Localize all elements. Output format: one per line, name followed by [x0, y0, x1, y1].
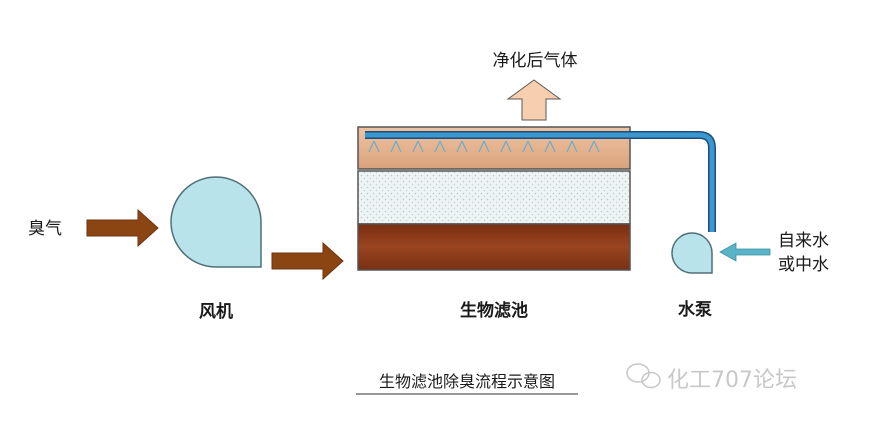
biofilter-bottom-layer: [357, 223, 631, 271]
wechat-icon: [626, 363, 661, 389]
diagram-caption: 生物滤池除臭流程示意图: [379, 372, 555, 391]
pump-icon: [671, 232, 713, 274]
water-source-label-line1: 自来水: [778, 231, 829, 251]
output-gas-label: 净化后气体: [493, 51, 578, 71]
biofilter-media-layer: [357, 170, 631, 225]
water-source-label-line2: 或中水: [778, 255, 829, 275]
output-gas-arrow: [506, 79, 562, 121]
input-gas-arrow: [86, 208, 159, 248]
fan-label: 风机: [199, 301, 233, 322]
input-gas-label: 臭气: [28, 219, 62, 239]
spray-nozzles: [368, 140, 600, 153]
fan-icon: [170, 176, 262, 268]
watermark-text: 化工707论坛: [667, 368, 797, 393]
water-inlet-arrow: [719, 242, 771, 262]
fan-to-filter-arrow: [271, 241, 344, 281]
pump-label: 水泵: [678, 299, 712, 320]
biofilter-label: 生物滤池: [460, 300, 528, 321]
